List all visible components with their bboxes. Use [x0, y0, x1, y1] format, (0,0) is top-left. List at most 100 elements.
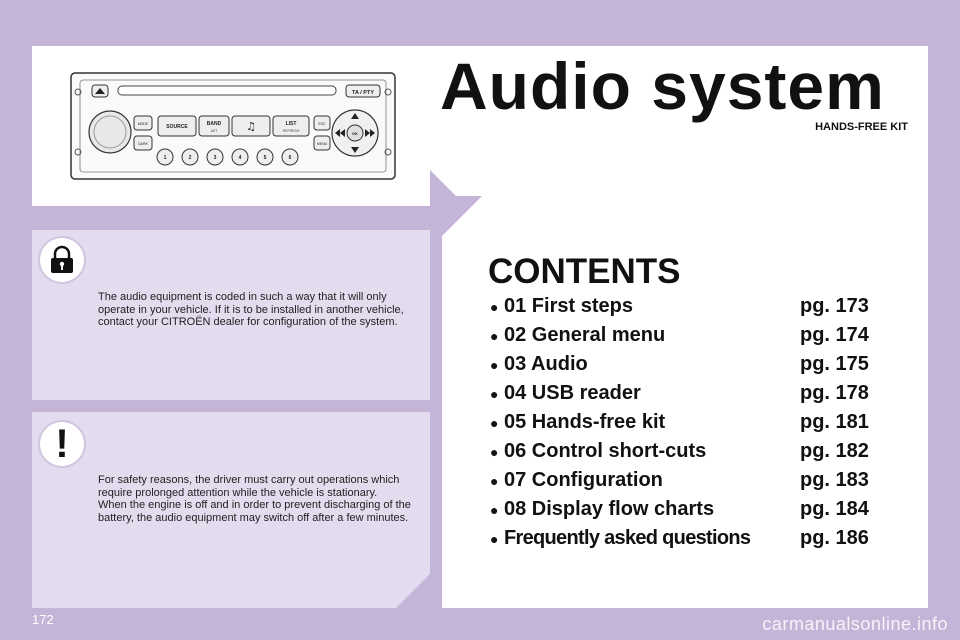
ta-pty-label: TA / PTY: [352, 90, 374, 96]
rewind-icon: [335, 129, 345, 137]
radio-screw: [384, 88, 392, 96]
warning-note-line: When the engine is off and in order to p…: [98, 499, 411, 524]
toc-item[interactable]: ● 04 USB reader pg. 178: [490, 379, 890, 408]
source-label: SOURCE: [166, 124, 188, 130]
toc-item-page: pg. 175: [800, 353, 869, 375]
bullet-icon: ●: [490, 501, 499, 518]
warning-note-line: For safety reasons, the driver must carr…: [98, 474, 400, 499]
toc-item-page: pg. 183: [800, 469, 869, 491]
preset-button-3: [206, 148, 224, 166]
toc-item-label: 02 General menu: [504, 324, 666, 346]
volume-knob-ring: [93, 115, 127, 149]
down-arrow-icon: [351, 147, 359, 153]
preset-label: 4: [239, 155, 242, 161]
preset-button-5: [256, 148, 274, 166]
contents-panel: [442, 196, 928, 608]
toc-item[interactable]: ● 03 Audio pg. 175: [490, 350, 890, 379]
volume-knob: [88, 110, 132, 154]
toc-item[interactable]: ● 08 Display flow charts pg. 184: [490, 495, 890, 524]
band-button: [198, 115, 230, 137]
bullet-icon: ●: [490, 414, 499, 431]
bullet-icon: ●: [490, 385, 499, 402]
exclamation-glyph: !: [55, 422, 69, 466]
ta-pty-button: [345, 84, 381, 98]
dark-button: [133, 135, 153, 151]
cd-slot: [117, 85, 337, 96]
preset-button-1: [156, 148, 174, 166]
eject-icon: [95, 88, 105, 94]
toc-item-label: 03 Audio: [504, 353, 588, 375]
toc-item[interactable]: ● 07 Configuration pg. 183: [490, 466, 890, 495]
esc-button: [313, 115, 331, 131]
mode-label: MODE: [138, 122, 149, 126]
music-note-icon: ♫: [246, 120, 256, 133]
lock-note-box: [32, 230, 430, 400]
list-label: LIST: [286, 121, 297, 127]
lock-icon: [40, 238, 84, 282]
preset-button-2: [181, 148, 199, 166]
toc-item[interactable]: ● 01 First steps pg. 173: [490, 292, 890, 321]
contents-title: CONTENTS: [488, 252, 681, 291]
mode-button: [133, 115, 153, 131]
toc-item-label: 01 First steps: [504, 295, 633, 317]
radio-screw: [74, 148, 82, 156]
band-label: BAND: [207, 121, 222, 127]
preset-button-6: [281, 148, 299, 166]
padlock-icon: [51, 245, 73, 273]
radio-screw: [74, 88, 82, 96]
warning-box-corner: [396, 574, 430, 608]
preset-label: 2: [189, 155, 192, 161]
toc-item[interactable]: ● 06 Control short-cuts pg. 182: [490, 437, 890, 466]
contents-panel-corner: [442, 196, 482, 236]
ok-button: [346, 124, 364, 142]
toc-item[interactable]: ● Frequently asked questions pg. 186: [490, 524, 890, 553]
warning-note-text: For safety reasons, the driver must carr…: [98, 474, 414, 524]
watermark: carmanualsonline.info: [762, 614, 948, 634]
radio-screw: [384, 148, 392, 156]
bullet-icon: ●: [490, 356, 499, 373]
dark-label: DARK: [138, 142, 148, 146]
warning-note-box: [32, 412, 430, 608]
toc-item[interactable]: ● 05 Hands-free kit pg. 181: [490, 408, 890, 437]
toc-item-label: 04 USB reader: [504, 382, 641, 404]
toc-item-label: 06 Control short-cuts: [504, 440, 707, 462]
bullet-icon: ●: [490, 530, 499, 547]
toc-item-page: pg. 173: [800, 295, 869, 317]
menu-label: MENU: [317, 142, 328, 146]
band-sublabel: AST: [211, 129, 219, 133]
preset-button-4: [231, 148, 249, 166]
bullet-icon: ●: [490, 298, 499, 315]
toc-item-label: 05 Hands-free kit: [504, 411, 666, 433]
toc-item-page: pg. 184: [800, 498, 869, 520]
toc-item-label: 08 Display flow charts: [504, 498, 715, 520]
music-button: [231, 115, 271, 137]
list-sublabel: REFRESH: [283, 129, 300, 133]
page-number: 172: [32, 612, 54, 627]
source-button: [157, 115, 197, 137]
list-button: [272, 115, 310, 137]
toc-item-page: pg. 174: [800, 324, 869, 346]
toc-item-page: pg. 182: [800, 440, 869, 462]
warning-icon: !: [40, 422, 84, 466]
esc-label: ESC: [318, 122, 326, 126]
ok-label: OK: [352, 131, 358, 136]
toc-item-label: 07 Configuration: [504, 469, 663, 491]
bullet-icon: ●: [490, 443, 499, 460]
preset-label: 3: [214, 155, 217, 161]
bullet-icon: ●: [490, 327, 499, 344]
table-of-contents: ● 01 First steps pg. 173 ● 02 General menu p…: [490, 292, 890, 553]
bullet-icon: ●: [490, 472, 499, 489]
preset-label: 5: [264, 155, 267, 161]
up-arrow-icon: [351, 113, 359, 119]
toc-item-page: pg. 178: [800, 382, 869, 404]
toc-item[interactable]: ● 02 General menu pg. 174: [490, 321, 890, 350]
toc-item-page: pg. 181: [800, 411, 869, 433]
toc-item-label: Frequently asked questions: [504, 527, 751, 549]
page-title: Audio system: [440, 49, 885, 123]
toc-item-page: pg. 186: [800, 527, 869, 549]
radio-faceplate-inner: [79, 79, 387, 173]
preset-label: 6: [289, 155, 292, 161]
page-subtitle: HANDS-FREE KIT: [815, 121, 908, 133]
preset-label: 1: [164, 155, 167, 161]
preset-buttons: 1 2 3 4 5 6: [156, 148, 299, 166]
